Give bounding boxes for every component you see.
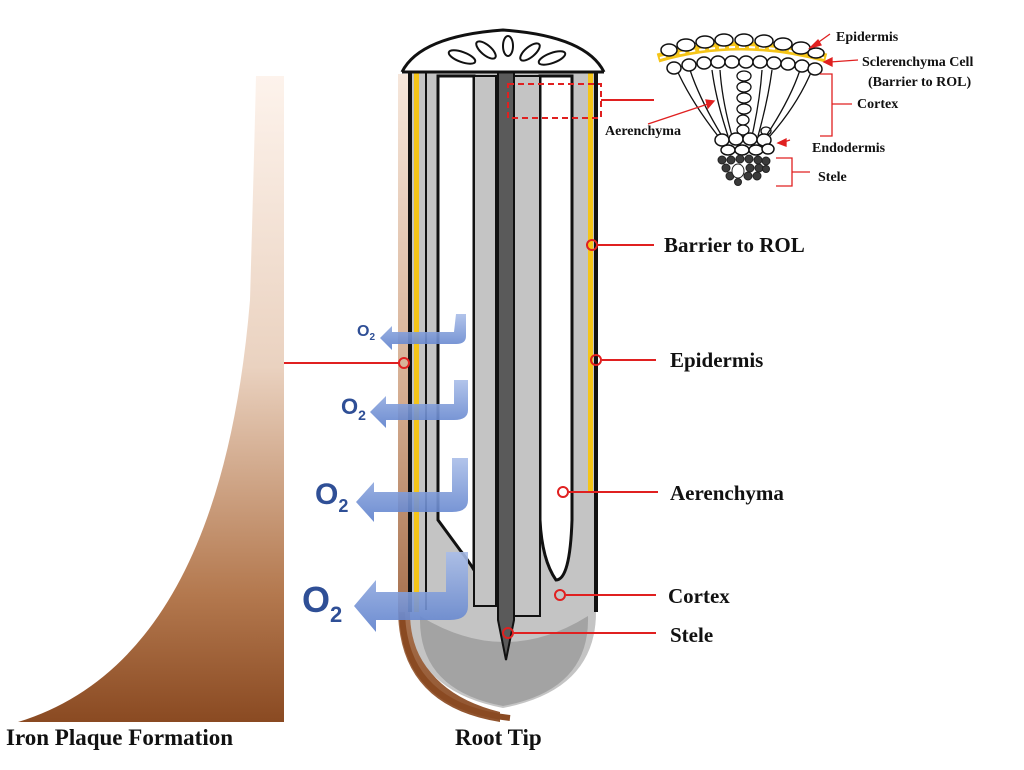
oxygen-arrow-3: O2 xyxy=(315,458,468,522)
o2-label-4: O2 xyxy=(302,579,342,627)
stele xyxy=(497,71,515,661)
inset-sclerenchyma-dashes xyxy=(659,46,825,59)
inset-endodermis-cells xyxy=(714,132,775,156)
root-longitudinal-section xyxy=(400,28,654,708)
inset-label-stele: Stele xyxy=(818,170,847,185)
oxygen-arrows: O2 O2 O2 O2 xyxy=(302,314,468,632)
barrier-right xyxy=(588,72,593,492)
inset-stele-cells xyxy=(717,154,771,186)
inset-label-barrier: (Barrier to ROL) xyxy=(868,75,971,90)
oxygen-arrow-1: O2 xyxy=(357,314,466,350)
label-iron-plaque-formation: Iron Plaque Formation xyxy=(6,725,233,750)
o2-label-3: O2 xyxy=(315,478,348,516)
marker-aerenchyma xyxy=(557,486,569,498)
marker-iron-plaque xyxy=(398,357,410,369)
dome-cells xyxy=(447,35,567,66)
label-epidermis: Epidermis xyxy=(670,348,763,372)
label-barrier: Barrier to ROL xyxy=(664,233,805,257)
oxygen-arrow-2: O2 xyxy=(341,380,468,428)
o2-label-1: O2 xyxy=(357,323,375,343)
o2-label-2: O2 xyxy=(341,394,366,423)
inset-label-aerenchyma: Aerenchyma xyxy=(605,124,681,139)
label-aerenchyma: Aerenchyma xyxy=(670,481,784,505)
inset-label-sclerenchyma: Sclerenchyma Cell xyxy=(862,55,973,70)
root-tip-plaque-arc xyxy=(399,611,511,721)
label-stele: Stele xyxy=(670,623,713,647)
inset-label-cortex: Cortex xyxy=(857,97,898,112)
cross-section-inset: Epidermis Sclerenchyma Cell (Barrier to … xyxy=(605,30,973,187)
marker-epidermis xyxy=(590,354,602,366)
label-cortex: Cortex xyxy=(668,584,730,608)
aerenchyma-right xyxy=(538,74,574,582)
marker-barrier xyxy=(586,239,598,251)
marker-stele xyxy=(502,627,514,639)
label-root-tip: Root Tip xyxy=(455,725,542,750)
inset-label-epidermis: Epidermis xyxy=(836,30,899,45)
leader-lines xyxy=(284,239,658,639)
root-cap xyxy=(419,616,589,706)
oxygen-arrow-4: O2 xyxy=(302,552,468,632)
inset-label-endodermis: Endodermis xyxy=(812,141,886,156)
inset-pointers xyxy=(647,33,859,187)
cortex-band-right xyxy=(513,75,541,617)
inset-epidermis-cells xyxy=(660,33,825,59)
iron-plaque-gradient xyxy=(18,76,284,722)
marker-cortex xyxy=(554,589,566,601)
inset-cortex-cells xyxy=(675,67,813,137)
cortex-band-left xyxy=(473,75,497,607)
inset-outer-cortex-cells xyxy=(666,55,823,76)
